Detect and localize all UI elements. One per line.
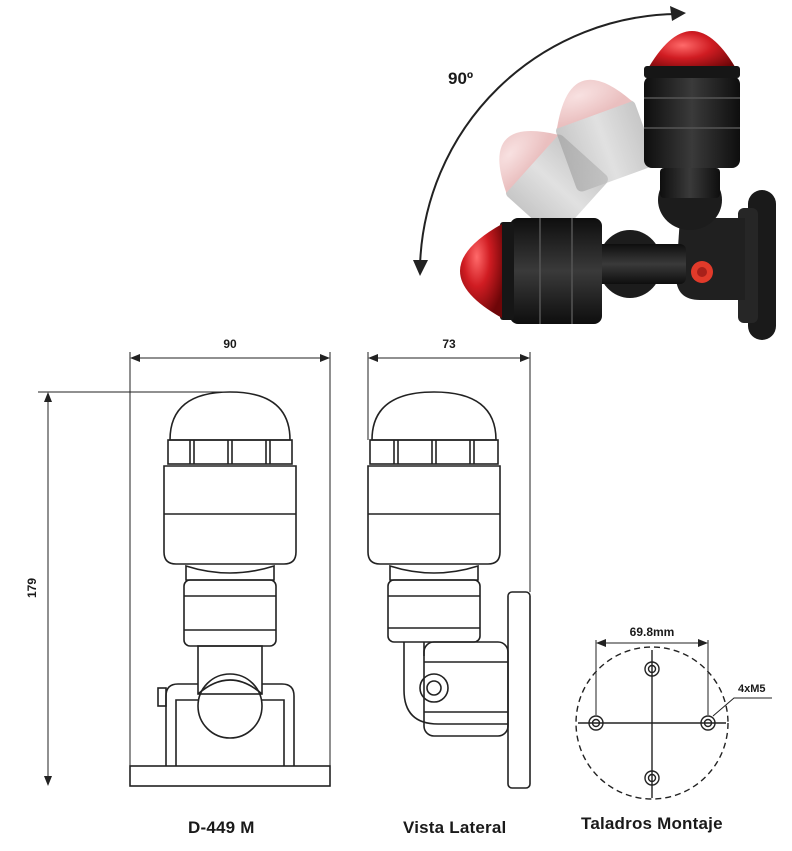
horizontal-housing	[510, 218, 602, 324]
rotation-arrow-top-icon	[670, 6, 686, 21]
mounting-hole-top	[644, 661, 660, 677]
side-bracket	[423, 641, 509, 737]
rotation-arrow-bottom-icon	[413, 260, 428, 276]
mounting-holes-drawing	[575, 639, 772, 800]
front-collar	[183, 579, 277, 647]
hole-leader-line	[712, 697, 772, 717]
front-ball	[197, 673, 263, 739]
side-dome	[371, 391, 497, 441]
ghost-position-70	[556, 79, 656, 192]
front-height-label: 179	[25, 578, 39, 598]
side-width-label: 73	[442, 337, 456, 351]
mounting-bolt-circle	[575, 646, 729, 800]
front-width-arrow-right-icon	[320, 354, 330, 362]
side-dome-collar	[369, 439, 499, 465]
side-wall-plate	[507, 591, 531, 789]
upright-red-lens	[646, 31, 738, 72]
side-collar	[387, 579, 481, 643]
front-dome-collar	[167, 439, 293, 465]
mounting-arrow-left-icon	[596, 639, 606, 647]
front-housing	[163, 465, 297, 565]
side-knob	[419, 673, 449, 703]
mounting-spacing-label: 69.8mm	[630, 625, 675, 639]
front-width-arrow-left-icon	[130, 354, 140, 362]
front-width-label: 90	[223, 337, 237, 351]
mounting-hole-left	[588, 715, 604, 731]
front-view-caption: D-449 M	[188, 818, 255, 837]
front-height-arrow-bottom-icon	[44, 776, 52, 786]
front-view-drawing	[38, 352, 331, 787]
mounting-hole-bottom	[644, 770, 660, 786]
front-dome	[169, 391, 291, 441]
side-view-drawing	[367, 352, 531, 789]
front-base	[129, 765, 331, 787]
horizontal-red-lens	[460, 224, 502, 318]
bracket	[676, 218, 745, 300]
mounting-arrow-right-icon	[698, 639, 708, 647]
side-housing	[367, 465, 501, 565]
side-width-arrow-left-icon	[368, 354, 378, 362]
mounting-caption: Taladros Montaje	[581, 814, 723, 833]
front-stem	[197, 645, 263, 695]
mounting-hole-right	[700, 715, 716, 731]
rotation-arc	[419, 13, 679, 267]
front-height-arrow-top-icon	[44, 392, 52, 402]
upright-housing	[644, 76, 740, 168]
mounting-hole-label: 4xM5	[738, 683, 766, 695]
front-neck	[185, 564, 275, 581]
side-view-caption: Vista Lateral	[403, 818, 507, 837]
rotation-angle-label: 90º	[448, 69, 473, 88]
front-bracket	[165, 683, 295, 766]
side-width-arrow-right-icon	[520, 354, 530, 362]
rotation-illustration: 90º	[413, 6, 776, 340]
